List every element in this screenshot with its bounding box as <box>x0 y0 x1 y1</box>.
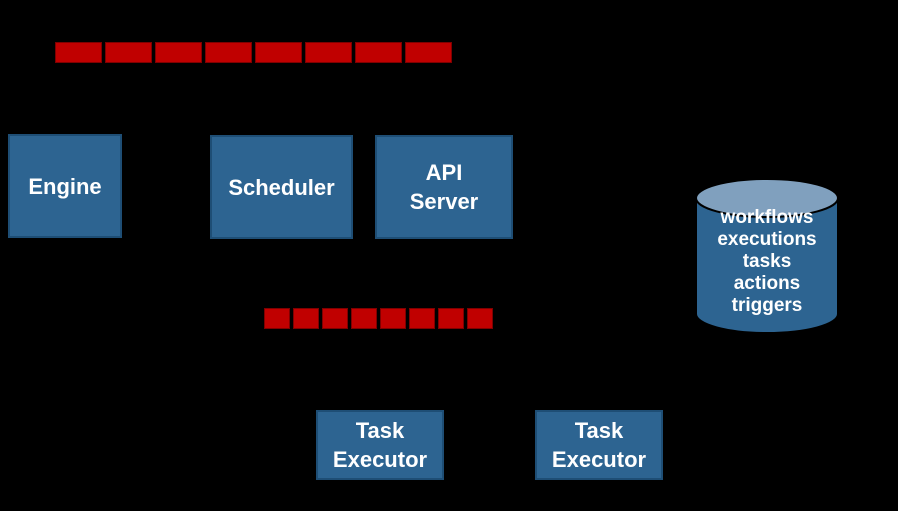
queue-segment <box>205 42 252 63</box>
node-task-executor-1-label-line2: Executor <box>332 447 428 472</box>
queue-segment <box>438 308 464 329</box>
datastore-cylinder-icon <box>695 178 839 334</box>
datastore-item: workflows <box>720 207 814 228</box>
node-task-executor-2-label-line2: Executor <box>551 447 647 472</box>
queue-segment <box>305 42 352 63</box>
message-queue-top <box>55 42 452 63</box>
queue-segment <box>322 308 348 329</box>
node-engine: Engine <box>8 134 122 238</box>
queue-segment <box>355 42 402 63</box>
queue-segment <box>105 42 152 63</box>
queue-segment <box>264 308 290 329</box>
node-task-executor-1: Task Executor <box>316 410 444 480</box>
queue-segment <box>380 308 406 329</box>
node-api-server-label-line2: Server <box>409 189 479 214</box>
datastore-item: executions <box>717 229 817 250</box>
node-api-server: API Server <box>375 135 513 239</box>
queue-segment <box>409 308 435 329</box>
node-scheduler: Scheduler <box>210 135 353 239</box>
queue-segment <box>255 42 302 63</box>
node-task-executor-2: Task Executor <box>535 410 663 480</box>
cylinder-top <box>695 178 839 218</box>
node-task-executor-2-label-line1: Task <box>574 418 624 443</box>
queue-segment <box>467 308 493 329</box>
queue-segment <box>293 308 319 329</box>
queue-segment <box>55 42 102 63</box>
cylinder-body <box>695 197 839 334</box>
datastore-item: actions <box>733 273 801 294</box>
node-engine-label: Engine <box>28 173 102 199</box>
message-queue-middle <box>264 308 493 329</box>
node-api-server-label-line1: API <box>425 160 463 185</box>
queue-segment <box>405 42 452 63</box>
queue-segment <box>351 308 377 329</box>
node-task-executor-1-label-line1: Task <box>355 418 405 443</box>
datastore-item: triggers <box>731 295 803 316</box>
queue-segment <box>155 42 202 63</box>
datastore-item: tasks <box>742 251 792 272</box>
node-scheduler-label: Scheduler <box>228 174 335 200</box>
